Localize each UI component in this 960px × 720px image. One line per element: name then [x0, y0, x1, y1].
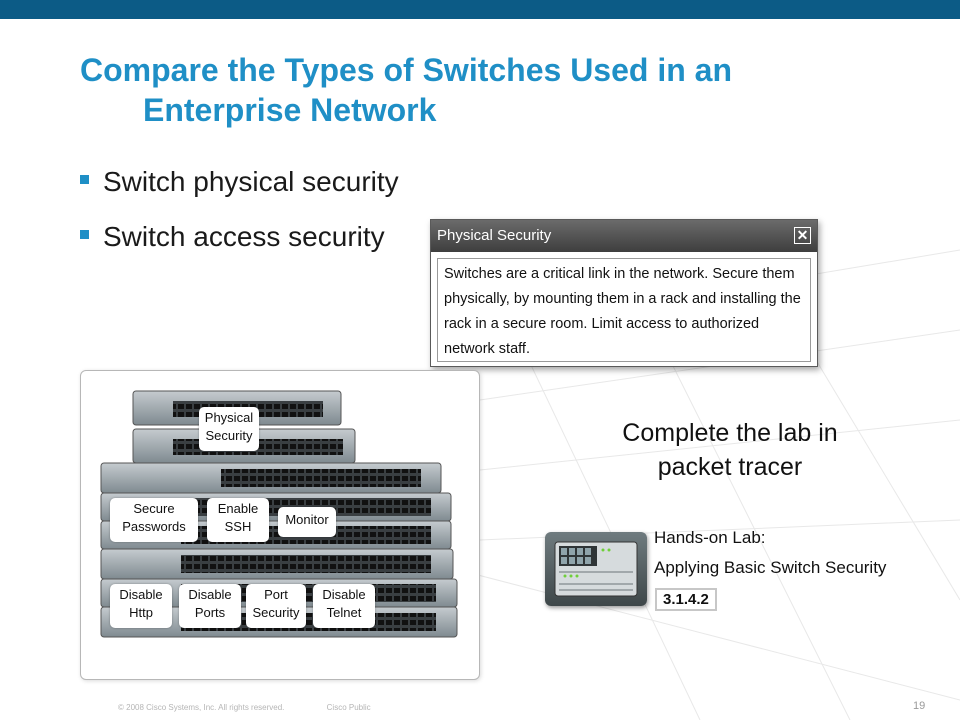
- title-line-2: Enterprise Network: [143, 92, 437, 128]
- hands-on-lab-icon[interactable]: [545, 532, 647, 606]
- bullet-text: Switch access security: [103, 221, 385, 252]
- label-disable-telnet: Disable Telnet: [313, 584, 375, 628]
- hands-on-lab-number[interactable]: 3.1.4.2: [655, 588, 717, 611]
- switch-device-icon: [554, 541, 638, 597]
- title-line-1: Compare the Types of Switches Used in an: [80, 52, 732, 88]
- hands-on-lab-title: Hands-on Lab:: [654, 528, 766, 547]
- physical-security-popup: Physical Security ✕ Switches are a criti…: [430, 219, 818, 367]
- switch-stack-image-panel: Physical Security Secure Passwords Enabl…: [80, 370, 480, 680]
- label-disable-ports: Disable Ports: [179, 584, 241, 628]
- top-bar: [0, 0, 960, 19]
- close-icon[interactable]: ✕: [794, 227, 811, 244]
- footer-classification: Cisco Public: [326, 703, 371, 712]
- label-secure-passwords: Secure Passwords: [110, 498, 198, 542]
- label-disable-http: Disable Http: [110, 584, 172, 628]
- popup-body: Switches are a critical link in the netw…: [437, 258, 811, 362]
- footer: © 2008 Cisco Systems, Inc. All rights re…: [118, 703, 371, 712]
- popup-header: Physical Security ✕: [431, 220, 817, 252]
- label-physical-security: Physical Security: [199, 407, 259, 451]
- hands-on-lab-name[interactable]: Applying Basic Switch Security: [654, 558, 887, 577]
- bullet-marker-icon: [80, 175, 89, 185]
- bullet-marker-icon: [80, 230, 89, 240]
- bullet-item: Switch access security: [80, 221, 385, 253]
- label-monitor: Monitor: [278, 507, 336, 537]
- footer-copyright: © 2008 Cisco Systems, Inc. All rights re…: [118, 703, 285, 712]
- lab-instruction: Complete the lab in packet tracer: [560, 416, 900, 484]
- bullet-text: Switch physical security: [103, 166, 399, 197]
- bullet-item: Switch physical security: [80, 166, 399, 198]
- lab-instruction-line-2: packet tracer: [657, 453, 803, 481]
- popup-title: Physical Security: [437, 227, 552, 244]
- page-number: 19: [913, 700, 926, 712]
- lab-instruction-line-1: Complete the lab in: [622, 419, 838, 447]
- label-enable-ssh: Enable SSH: [207, 498, 269, 542]
- label-port-security: Port Security: [246, 584, 306, 628]
- page-title: Compare the Types of Switches Used in an…: [80, 50, 920, 130]
